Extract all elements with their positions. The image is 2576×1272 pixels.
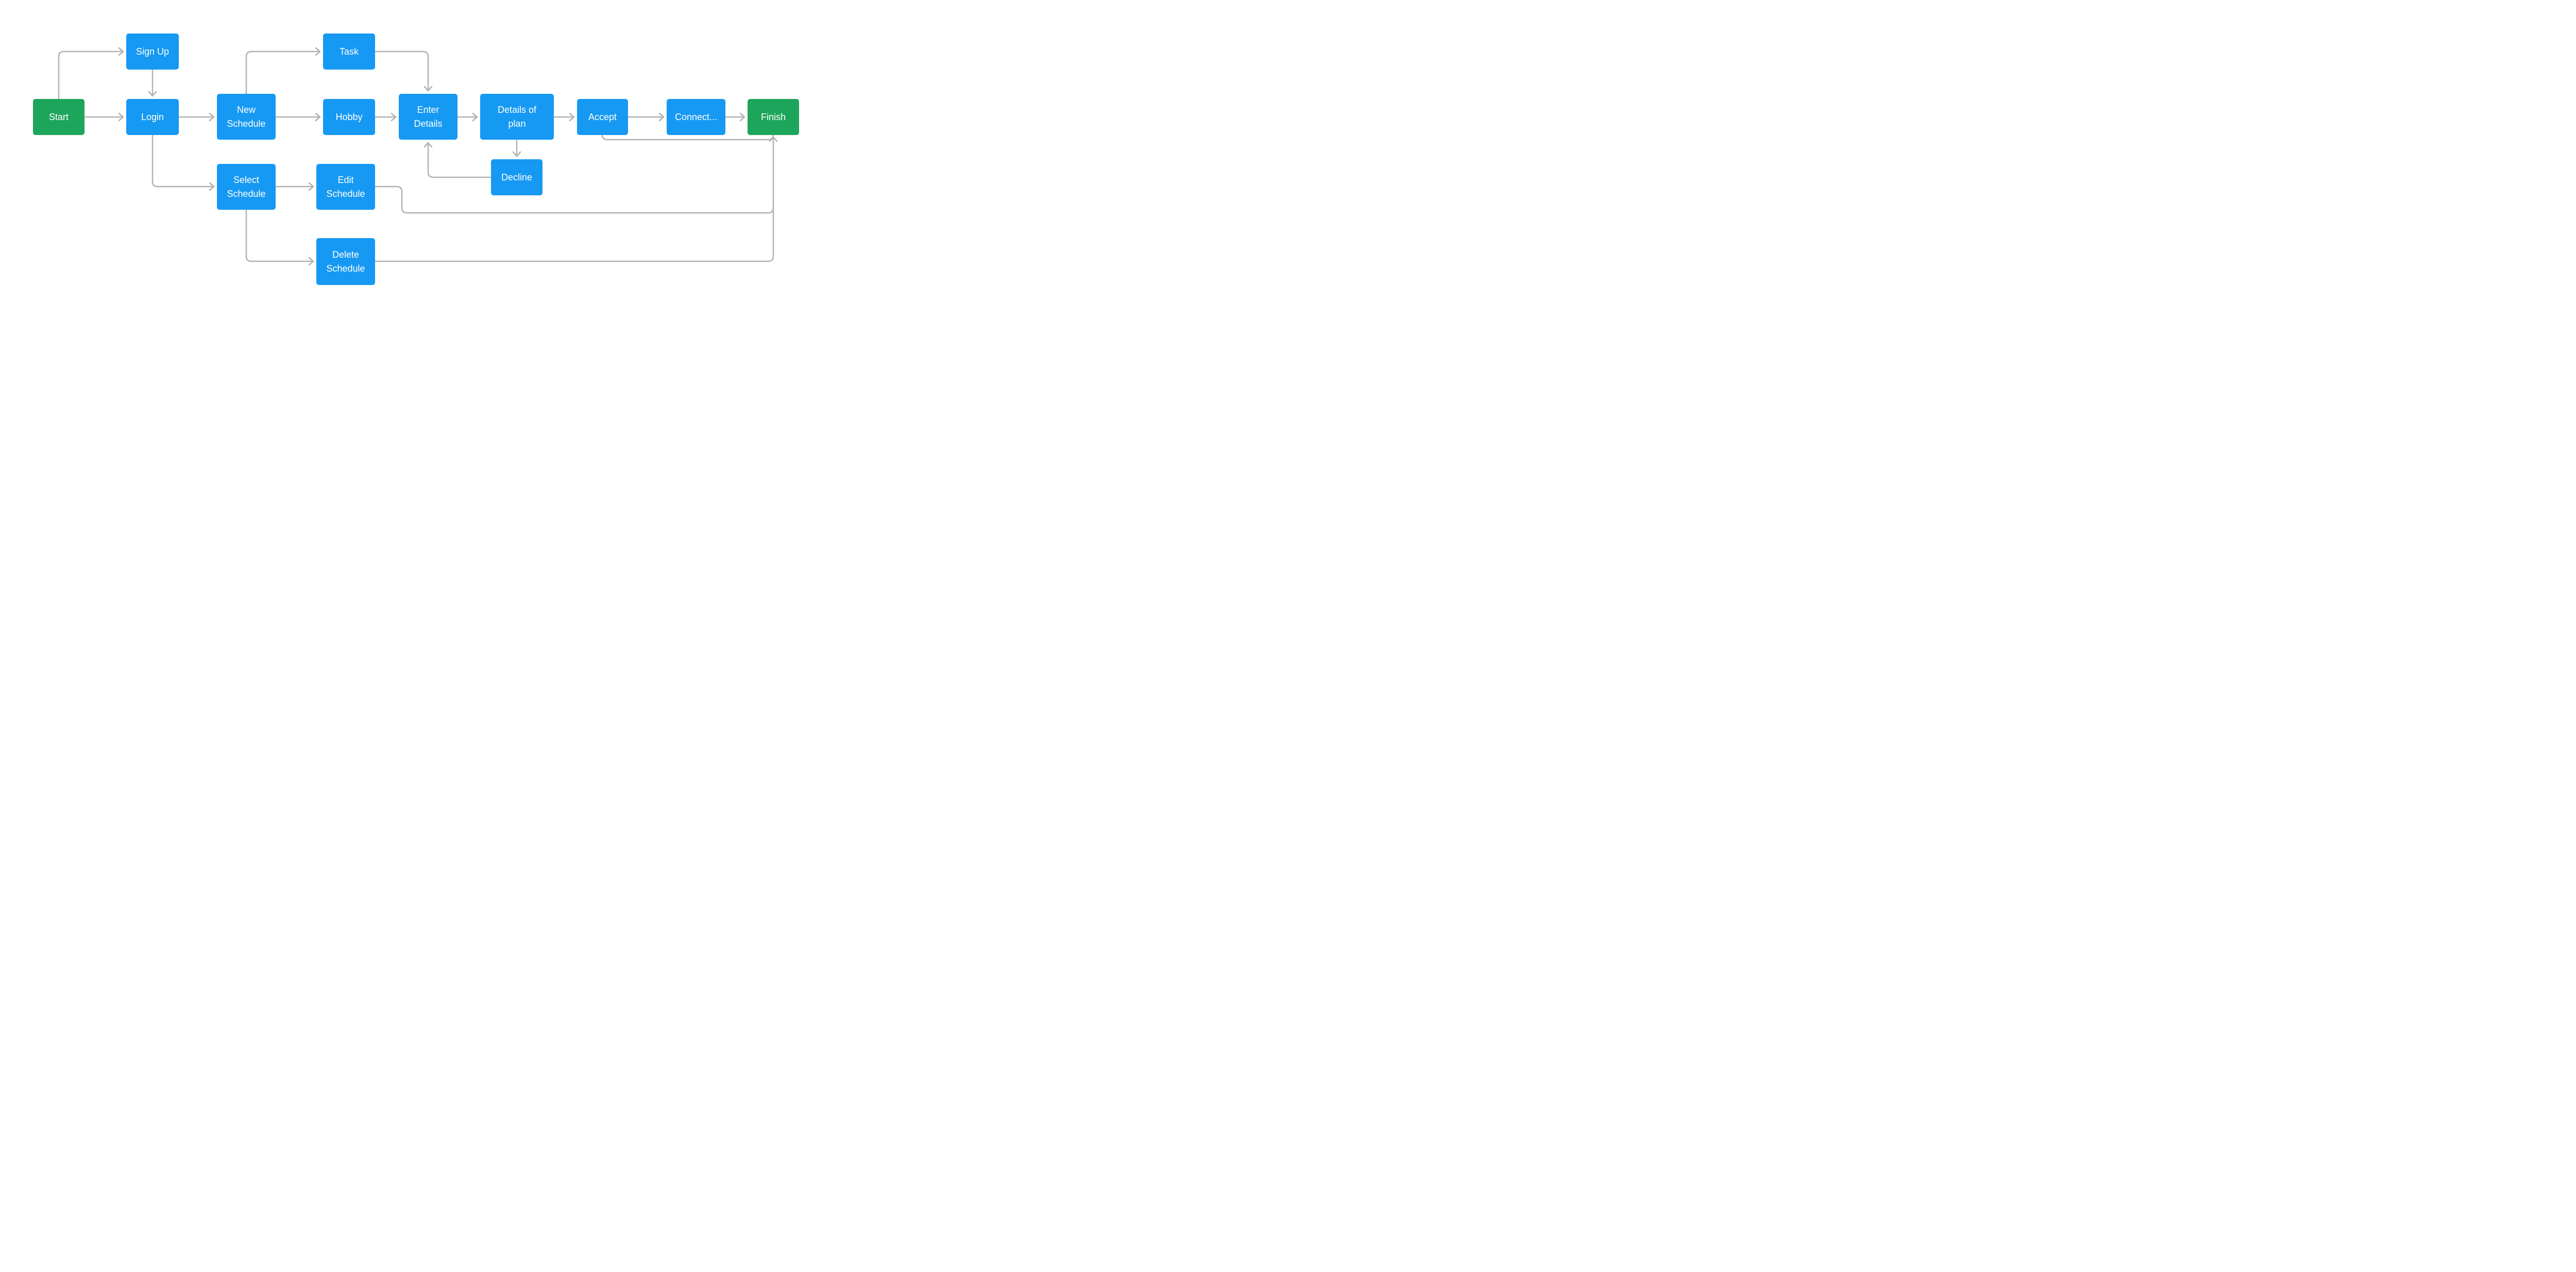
- edge-edit-schedule-to-finish: [374, 186, 774, 214]
- node-finish[interactable]: Finish: [748, 99, 799, 135]
- edge-login-to-select-schedule: [151, 134, 215, 191]
- node-select-schedule-label: Select Schedule: [227, 174, 266, 199]
- node-sign-up[interactable]: Sign Up: [126, 34, 179, 70]
- node-task[interactable]: Task: [323, 34, 375, 70]
- node-login-label: Login: [141, 111, 164, 122]
- edge-delete-schedule-to-finish: [374, 136, 778, 262]
- flowchart-canvas: Start Sign Up Login New Schedule Task Ho…: [0, 0, 833, 318]
- node-new-schedule-label: New Schedule: [227, 104, 266, 129]
- node-details-of-plan[interactable]: Details of plan: [480, 94, 554, 140]
- node-sign-up-label: Sign Up: [135, 46, 170, 57]
- edge-start-to-sign-up: [58, 47, 124, 100]
- node-hobby-label: Hobby: [335, 111, 363, 122]
- edges-layer: [58, 47, 778, 266]
- node-select-schedule[interactable]: Select Schedule: [217, 164, 276, 210]
- node-start-label: Start: [48, 111, 69, 122]
- node-delete-schedule-label: Delete Schedule: [326, 249, 365, 274]
- node-accept-label: Accept: [588, 111, 617, 122]
- node-details-of-plan-label: Details of plan: [497, 104, 537, 129]
- node-accept[interactable]: Accept: [577, 99, 628, 135]
- edge-accept-to-finish: [601, 134, 774, 141]
- node-connect-label: Connect...: [674, 111, 718, 122]
- node-new-schedule[interactable]: New Schedule: [217, 94, 276, 140]
- node-decline[interactable]: Decline: [491, 159, 543, 195]
- edge-select-schedule-to-delete-schedule: [245, 209, 314, 266]
- node-start[interactable]: Start: [33, 99, 84, 135]
- node-finish-label: Finish: [760, 111, 786, 122]
- node-enter-details[interactable]: Enter Details: [399, 94, 457, 140]
- node-login[interactable]: Login: [126, 99, 179, 135]
- edge-decline-to-enter-details: [423, 142, 492, 178]
- node-decline-label: Decline: [501, 172, 533, 182]
- edge-new-schedule-to-task: [245, 47, 321, 95]
- node-edit-schedule-label: Edit Schedule: [326, 174, 365, 199]
- node-task-label: Task: [339, 46, 359, 57]
- node-hobby[interactable]: Hobby: [323, 99, 375, 135]
- node-edit-schedule[interactable]: Edit Schedule: [316, 164, 375, 210]
- edge-task-to-enter-details: [374, 51, 433, 92]
- node-connect[interactable]: Connect...: [667, 99, 725, 135]
- node-enter-details-label: Enter Details: [414, 104, 443, 129]
- node-delete-schedule[interactable]: Delete Schedule: [316, 238, 375, 285]
